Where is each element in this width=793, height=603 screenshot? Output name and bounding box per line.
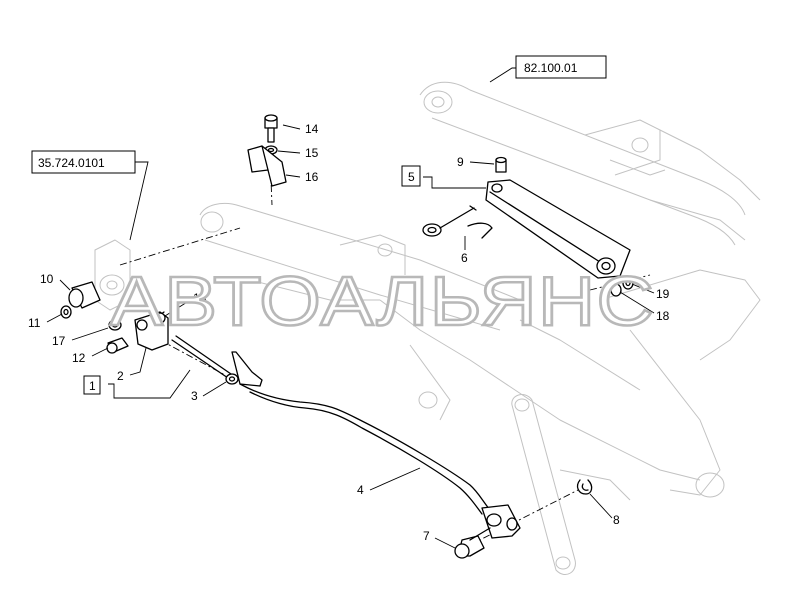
callout-7: 7: [423, 529, 430, 543]
callout-19: 19: [656, 287, 670, 301]
part-4-control-rod: [231, 351, 521, 539]
reference-35-724-0101[interactable]: 35.724.0101: [31, 150, 136, 174]
callout-8: 8: [613, 513, 620, 527]
part-6-lynch-pin: [422, 205, 493, 239]
background-frame: [94, 81, 761, 575]
callout-6: 6: [461, 251, 468, 265]
reference-82-100-01[interactable]: 82.100.01: [515, 55, 607, 79]
part-12-bolt: [106, 337, 129, 354]
part-16-bracket: [247, 145, 287, 187]
callout-3: 3: [191, 389, 198, 403]
callout-18: 18: [656, 309, 670, 323]
part-14-bolt: [264, 114, 278, 143]
part-10-bushing: [68, 281, 101, 309]
callout-12: 12: [72, 351, 86, 365]
watermark: АВТОАЛЬЯНС: [110, 262, 655, 340]
leader-lines: [46, 67, 655, 549]
reference-box-5-label: 5: [408, 170, 415, 184]
part-8-clip: [576, 479, 593, 495]
part-5-stabilizer-link: [485, 179, 631, 279]
reference-box-1-label: 1: [89, 379, 96, 393]
callout-16: 16: [305, 170, 319, 184]
reference-box-5[interactable]: 5: [401, 165, 421, 187]
assembly-centerlines: [119, 154, 651, 546]
callout-14: 14: [305, 122, 319, 136]
part-19-washer: [622, 276, 634, 290]
callout-17: 17: [52, 334, 66, 348]
part-13-washer: [154, 312, 166, 324]
part-7-clevis-pin: [454, 527, 491, 559]
callout-4: 4: [357, 483, 364, 497]
part-11-washer: [60, 305, 72, 319]
callout-2: 2: [117, 369, 124, 383]
part-17-washer: [108, 319, 122, 331]
callout-15: 15: [305, 146, 319, 160]
callout-9: 9: [457, 155, 464, 169]
part-3-washer: [225, 373, 239, 385]
callout-10: 10: [40, 272, 54, 286]
callout-numbers: 2 3 4 6 7 8 9 10 11 12 13 14 15 16 17 18…: [28, 122, 670, 543]
reference-box-1[interactable]: 1: [83, 375, 101, 395]
part-9-grease-fitting: [495, 156, 507, 173]
reference-label-82-100-01: 82.100.01: [524, 61, 578, 75]
callout-11: 11: [28, 316, 41, 330]
reference-label-35-724-0101: 35.724.0101: [38, 156, 105, 170]
callout-13: 13: [193, 291, 207, 305]
part-18-washer: [610, 283, 622, 297]
